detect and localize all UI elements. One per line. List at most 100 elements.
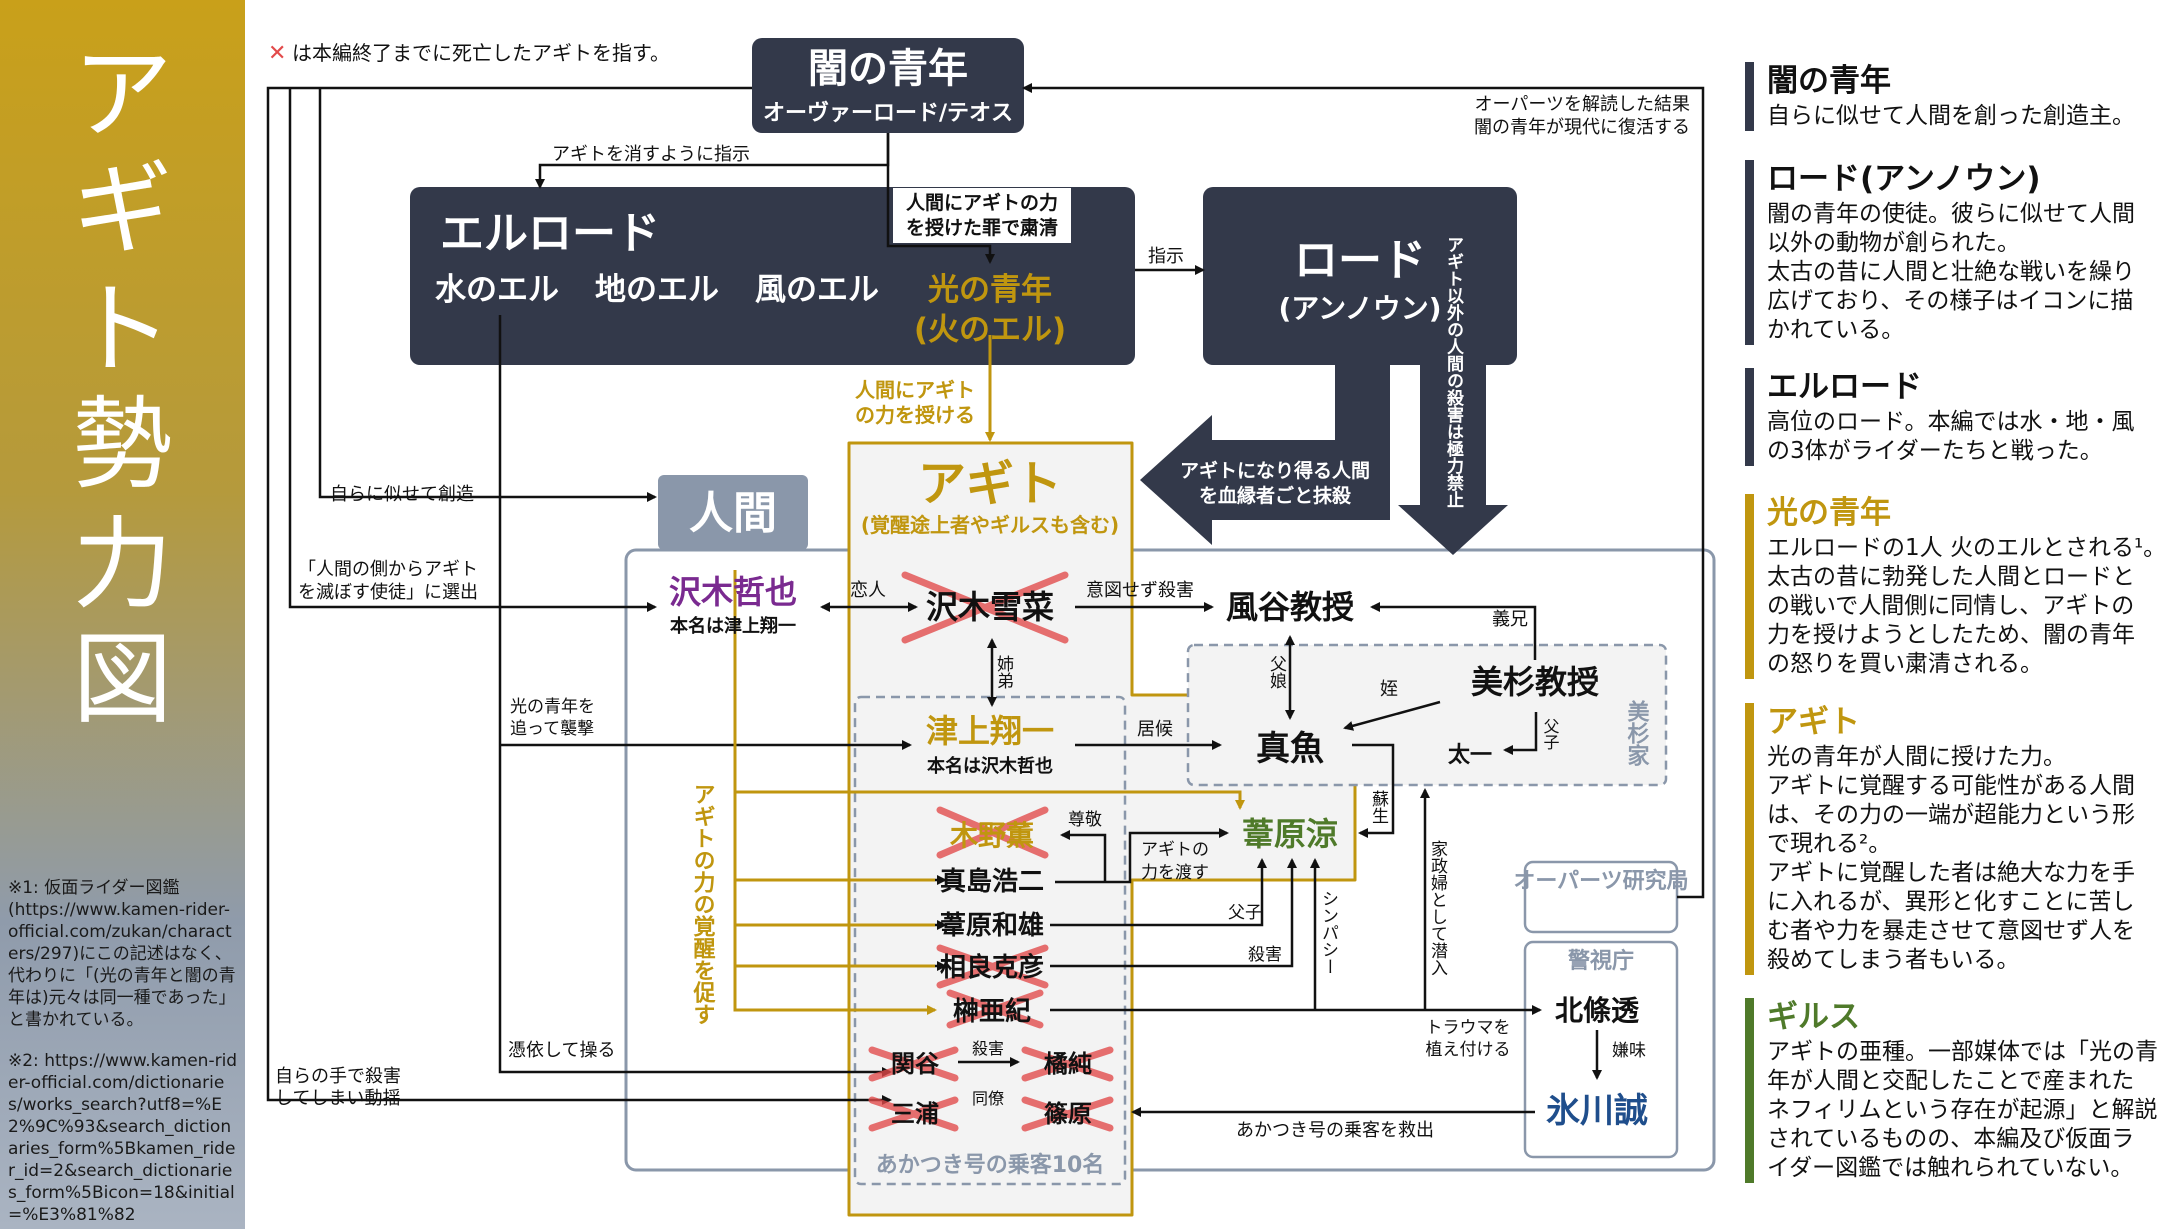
elord-member: 水のエル bbox=[435, 272, 559, 308]
douryou-label: 同僚 bbox=[972, 1089, 1004, 1108]
legend-bar bbox=[1745, 494, 1754, 679]
title-char: ア bbox=[72, 36, 173, 153]
sympathy-label: シンパシー bbox=[1318, 890, 1338, 975]
massacre-label: アギトになり得る人間 bbox=[1180, 459, 1370, 482]
death-note-text: は本編終了までに死亡したアギトを指す。 bbox=[292, 41, 670, 65]
trauma-label: トラウマを bbox=[1426, 1018, 1511, 1038]
punish-label: を授けた罪で粛清 bbox=[906, 216, 1058, 239]
give-power-label: 人間にアギト bbox=[855, 378, 975, 402]
taichi: 太一 bbox=[1448, 743, 1492, 768]
elord-member: 地のエル bbox=[595, 272, 719, 308]
legend-head: ロード(アンノウン) bbox=[1767, 161, 2041, 197]
restrain-label: アギト以外の人間の殺害は極力禁止 bbox=[1443, 236, 1465, 508]
agito-sub: (覚醒途上者やギルスも含む) bbox=[861, 513, 1119, 537]
self-kill-label: 自らの手で殺害 bbox=[275, 1066, 401, 1087]
trauma-label: 植え付ける bbox=[1426, 1040, 1511, 1060]
yami-box bbox=[752, 38, 1024, 133]
sonkei-label: 尊敬 bbox=[1068, 810, 1102, 830]
agito-name: アギト bbox=[918, 456, 1062, 512]
title-char: 図 bbox=[72, 621, 173, 738]
legend-body: 自らに似せて人間を創った創造主。 bbox=[1767, 103, 2135, 129]
hikari-sub: (火のエル) bbox=[914, 312, 1066, 348]
give-agito-label: アギトの bbox=[1141, 840, 1209, 860]
police-label: 警視庁 bbox=[1567, 948, 1634, 974]
elord-member: 風のエル bbox=[755, 272, 879, 308]
housekeeper-label: 家政婦として潜入 bbox=[1427, 840, 1448, 976]
give-agito-label: 力を渡す bbox=[1141, 863, 1209, 883]
legend-lord: ロード(アンノウン) 闇の青年の使徒。彼らに似せて人間以外の動物が創られた。太古… bbox=[1745, 160, 2184, 345]
sagara-katsuhiko: 相良克彦 bbox=[940, 952, 1044, 983]
lord-sub: (アンノウン) bbox=[1278, 292, 1441, 325]
tsugami-shoichi: 津上翔一 bbox=[926, 712, 1054, 750]
attack-label: 光の青年を bbox=[510, 697, 595, 717]
satsugai2-label: 殺害 bbox=[972, 1039, 1004, 1058]
legend-bar bbox=[1745, 160, 1754, 345]
shiji-label: 指示 bbox=[1148, 246, 1184, 267]
punish-label: 人間にアギトの力 bbox=[906, 191, 1058, 214]
legend-gills: ギルス アギトの亜種。一部媒体では「光の青年が人間と交配したことで産まれたネフィ… bbox=[1745, 998, 2184, 1183]
kazaya-professor: 風谷教授 bbox=[1226, 588, 1354, 626]
footnote-1: ※1: 仮面ライダー図鑑 (https://www.kamen-rider-of… bbox=[8, 878, 236, 1030]
iyami-label: 嫌味 bbox=[1612, 1041, 1646, 1061]
misugi-family-label: 美杉家 bbox=[1624, 699, 1650, 766]
legend-bar bbox=[1745, 998, 1754, 1183]
legend-head: アギト bbox=[1767, 704, 1860, 740]
awaken-label: アギトの力の覚醒を促す bbox=[690, 783, 717, 1025]
self-kill-label: してしまい動揺 bbox=[275, 1088, 400, 1109]
kino-kaoru: 木野薫 bbox=[949, 819, 1034, 852]
title-char: 力 bbox=[72, 506, 173, 623]
legend-body: 光の青年が人間に授けた力。アギトに覚醒する可能性がある人間は、その力の一端が超能… bbox=[1767, 744, 2135, 973]
select-label: 「人間の側からアギト bbox=[298, 559, 478, 580]
create-label: 自らに似せて創造 bbox=[330, 484, 474, 505]
lord-name: ロード bbox=[1294, 235, 1426, 286]
ashihara-kazuo: 葦原和雄 bbox=[940, 911, 1044, 941]
misugi-family-group bbox=[1186, 643, 1668, 787]
lord-box bbox=[1203, 187, 1517, 365]
police-box bbox=[1523, 940, 1679, 1159]
fushi-label: 父子 bbox=[1541, 718, 1560, 750]
kill-unintended-label: 意図せず殺害 bbox=[1086, 580, 1194, 601]
yami-name: 闇の青年 bbox=[808, 46, 968, 92]
sakaki-aki: 榊亜紀 bbox=[953, 996, 1031, 1027]
legend-bar bbox=[1745, 703, 1754, 975]
sosei-label: 蘇生 bbox=[1368, 790, 1389, 824]
sawaki-tetsuya: 沢木哲也 bbox=[669, 573, 797, 611]
ningen-box bbox=[658, 475, 808, 550]
legend-bar bbox=[1745, 62, 1754, 131]
miura: 三浦 bbox=[891, 1100, 939, 1128]
chichimusume-label: 父娘 bbox=[1266, 655, 1287, 689]
human-region bbox=[624, 548, 1716, 1172]
legend-body: アギトの亜種。一部媒体では「光の青年が人間と交配したことで産まれたネフィリムとい… bbox=[1767, 1039, 2158, 1181]
legend-agito: アギト 光の青年が人間に授けた力。アギトに覚醒する可能性がある人間は、その力の一… bbox=[1745, 703, 2184, 975]
revive-label: オーパーツを解読した結果 bbox=[1475, 94, 1690, 115]
title-char: ト bbox=[72, 271, 173, 388]
legend-yami: 闇の青年 自らに似せて人間を創った創造主。 bbox=[1745, 62, 2184, 131]
legend-hikari: 光の青年 エルロードの1人 火のエルとされる¹。太古の昔に勃発した人間とロードと… bbox=[1745, 494, 2184, 679]
restrain-arrow bbox=[1398, 365, 1508, 555]
hojo-toru: 北條透 bbox=[1555, 994, 1640, 1027]
lover-label: 恋人 bbox=[850, 579, 886, 601]
isourou-label: 居候 bbox=[1137, 719, 1173, 740]
misugi-professor: 美杉教授 bbox=[1471, 663, 1599, 701]
legend-head: 闇の青年 bbox=[1767, 63, 1891, 99]
agito-region bbox=[847, 441, 1357, 1217]
hikari-name: 光の青年 bbox=[928, 272, 1052, 308]
hikawa-makoto: 氷川誠 bbox=[1546, 1091, 1648, 1131]
revive-label: 闇の青年が現代に復活する bbox=[1474, 117, 1690, 138]
title-char: 勢 bbox=[72, 386, 173, 503]
sekiya: 関谷 bbox=[891, 1050, 940, 1078]
massacre-arrow bbox=[1140, 365, 1390, 545]
mana: 真魚 bbox=[1256, 729, 1324, 769]
sawaki-yukina: 沢木雪菜 bbox=[926, 588, 1054, 626]
give-power-label: の力を授ける bbox=[855, 403, 975, 427]
akatsuki-label: あかつき号の乗客10名 bbox=[876, 1152, 1105, 1178]
sawaki-tetsuya-sub: 本名は津上翔一 bbox=[670, 615, 796, 637]
satsugai-label: 殺害 bbox=[1248, 945, 1282, 965]
tachibana-jun: 橘純 bbox=[1044, 1050, 1092, 1078]
legend-body: エルロードの1人 火のエルとされる¹。太古の昔に勃発した人間とロードとの戦いで人… bbox=[1767, 535, 2167, 677]
legend-head: 光の青年 bbox=[1767, 495, 1891, 531]
massacre-label: を血縁者ごと抹殺 bbox=[1199, 484, 1352, 507]
mashima-koji: 真島浩二 bbox=[940, 867, 1044, 897]
